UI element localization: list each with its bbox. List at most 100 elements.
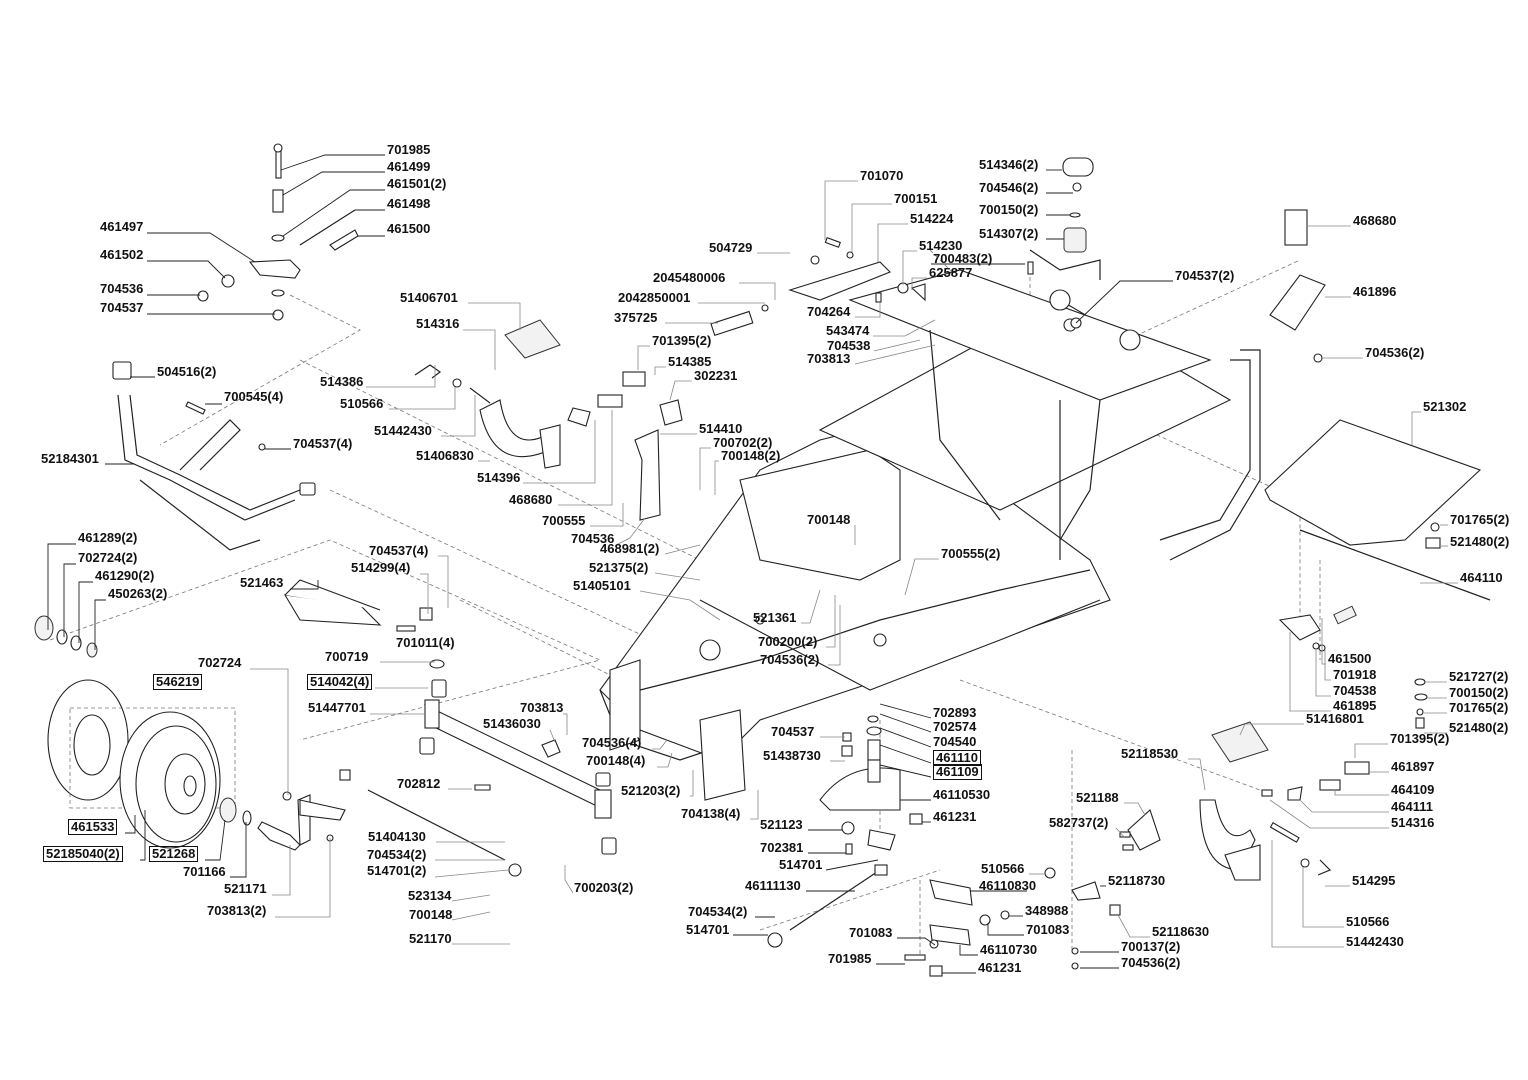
part-label-464110: 464110 — [1460, 570, 1503, 585]
part-label-700151: 700151 — [894, 191, 938, 206]
part-label-302231: 302231 — [694, 368, 738, 383]
part-label-521375: 521375(2) — [589, 560, 649, 575]
part-label-2045480006: 2045480006 — [653, 270, 726, 285]
steering-quadrant — [819, 715, 923, 855]
part-label-51406701: 51406701 — [400, 290, 458, 305]
part-label-625877: 625877 — [929, 265, 973, 280]
part-label-514316_a: 514316 — [416, 316, 460, 331]
part-label-703813_b: 703813(2) — [207, 903, 267, 918]
part-label-510566_a: 510566 — [340, 396, 384, 411]
part-label-521268: 521268 — [149, 846, 199, 862]
part-label-514410: 514410 — [699, 421, 743, 436]
part-label-461896: 461896 — [1353, 284, 1397, 299]
front-wheel-assembly — [34, 615, 346, 851]
part-label-461502: 461502 — [100, 247, 144, 262]
part-label-521302: 521302 — [1423, 399, 1467, 414]
part-label-514316_b: 514316 — [1391, 815, 1435, 830]
part-label-461500_a: 461500 — [387, 221, 431, 236]
part-label-51447701: 51447701 — [308, 700, 366, 715]
part-label-582737: 582737(2) — [1049, 815, 1109, 830]
part-label-46110530: 46110530 — [933, 787, 991, 802]
part-label-51442430_b: 51442430 — [1346, 934, 1404, 949]
part-label-514385: 514385 — [668, 354, 712, 369]
part-label-461497: 461497 — [100, 219, 144, 234]
part-label-46110830: 46110830 — [979, 878, 1037, 893]
part-label-704537_e: 704537 — [771, 724, 815, 739]
part-label-461895: 461895 — [1333, 698, 1377, 713]
part-label-514701_b: 514701 — [779, 857, 823, 872]
right-brake-brackets — [1071, 809, 1161, 970]
part-label-521123: 521123 — [760, 817, 803, 832]
part-label-461498: 461498 — [387, 196, 431, 211]
part-label-51438730: 51438730 — [763, 748, 821, 763]
part-label-704537_c: 704537(4) — [369, 543, 429, 558]
main-frame-pan — [599, 419, 1111, 801]
part-label-468981: 468981(2) — [600, 541, 660, 556]
seat-support-frame — [818, 249, 1261, 561]
part-label-521188: 521188 — [1076, 790, 1119, 805]
part-label-521171: 521171 — [224, 881, 267, 896]
part-label-514042: 514042(4) — [307, 674, 373, 690]
part-label-461289: 461289(2) — [78, 530, 138, 545]
part-label-700150_b: 700150(2) — [1449, 685, 1509, 700]
part-label-2042850001: 2042850001 — [618, 290, 691, 305]
part-label-700555_a: 700555 — [542, 513, 586, 528]
front-bumper — [112, 361, 316, 551]
part-label-521480_b: 521480(2) — [1449, 720, 1509, 735]
part-label-704536_a: 704536 — [100, 281, 144, 296]
part-label-514701_c: 514701 — [686, 922, 730, 937]
part-label-700200: 700200(2) — [758, 634, 818, 649]
part-label-51404130: 51404130 — [368, 829, 426, 844]
seat-switch-bracket — [1264, 209, 1491, 601]
part-label-51406830: 51406830 — [416, 448, 474, 463]
part-label-521727: 521727(2) — [1449, 669, 1509, 684]
part-label-704546: 704546(2) — [979, 180, 1039, 195]
top-left-linkage — [197, 143, 359, 321]
part-label-701765_b: 701765(2) — [1449, 700, 1509, 715]
front-axle-beam — [283, 579, 617, 855]
part-label-700148_b: 700148 — [409, 907, 453, 922]
part-label-504729: 504729 — [709, 240, 753, 255]
part-label-702574: 702574 — [933, 719, 977, 734]
part-label-704538_b: 704538 — [1333, 683, 1377, 698]
part-label-704538_a: 704538 — [827, 338, 871, 353]
part-label-348988: 348988 — [1025, 903, 1069, 918]
part-label-704264: 704264 — [807, 304, 851, 319]
part-label-704536_f: 704536(2) — [1365, 345, 1425, 360]
part-label-514307: 514307(2) — [979, 226, 1039, 241]
part-label-464109: 464109 — [1391, 782, 1435, 797]
part-label-523134: 523134 — [408, 888, 452, 903]
part-label-700148_d: 700148 — [807, 512, 851, 527]
part-label-464111: 464111 — [1391, 799, 1433, 814]
part-label-514299: 514299(4) — [351, 560, 411, 575]
part-label-701985_b: 701985 — [828, 951, 872, 966]
part-label-52185040: 52185040(2) — [43, 846, 123, 862]
seat-spring-assembly — [1027, 157, 1094, 329]
part-label-521203: 521203(2) — [621, 783, 681, 798]
tie-rods — [339, 769, 888, 948]
part-label-52118730: 52118730 — [1108, 873, 1166, 888]
part-label-51416801: 51416801 — [1306, 711, 1364, 726]
part-label-461109: 461109 — [933, 764, 982, 780]
part-label-704138: 704138(4) — [681, 806, 741, 821]
part-label-701395_a: 701395(2) — [652, 333, 712, 348]
part-label-461533: 461533 — [68, 819, 118, 835]
part-label-521463: 521463 — [240, 575, 284, 590]
part-label-521361: 521361 — [753, 610, 797, 625]
part-label-543474: 543474 — [826, 323, 870, 338]
part-label-700555_b: 700555(2) — [941, 546, 1001, 561]
part-label-461290: 461290(2) — [95, 568, 155, 583]
part-label-700148_c: 700148(2) — [721, 448, 781, 463]
part-label-52118630: 52118630 — [1152, 924, 1210, 939]
part-label-510566_c: 510566 — [1346, 914, 1390, 929]
part-label-701395_b: 701395(2) — [1390, 731, 1450, 746]
part-label-521480_a: 521480(2) — [1450, 534, 1510, 549]
part-label-704537_b: 704537(4) — [293, 436, 353, 451]
part-label-514701_a: 514701(2) — [367, 863, 427, 878]
part-label-514396: 514396 — [477, 470, 521, 485]
right-pedal-assembly — [1199, 605, 1428, 881]
left-pedal-assembly — [414, 237, 926, 521]
part-label-46111130: 46111130 — [745, 878, 801, 893]
part-label-703813_a: 703813 — [520, 700, 564, 715]
